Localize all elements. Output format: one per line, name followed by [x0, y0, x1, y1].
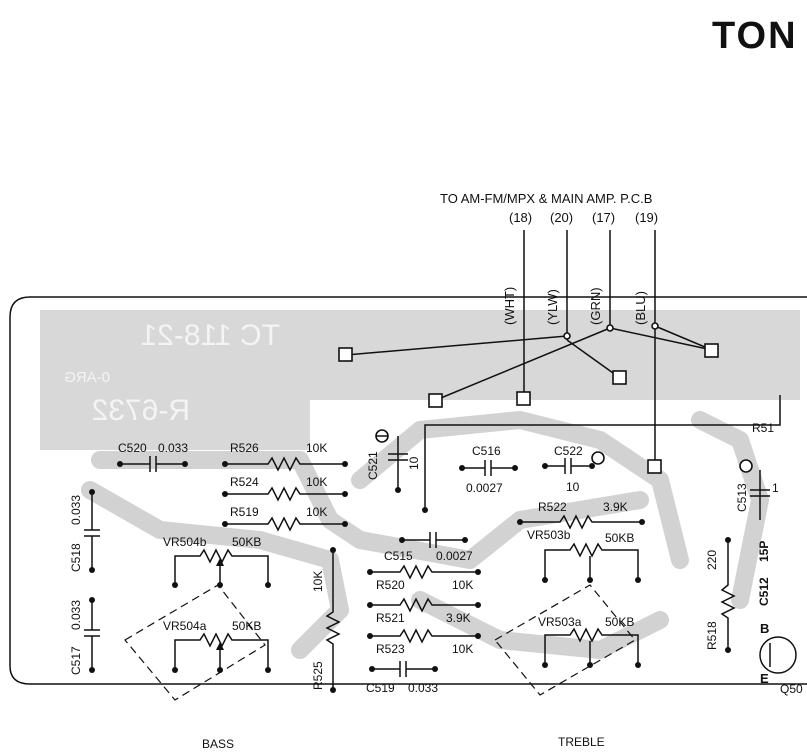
vr504a-label: VR504a — [163, 619, 207, 633]
r526-label: R526 — [230, 441, 259, 455]
r521-resistor — [370, 597, 478, 613]
q50x-b-label: B — [760, 621, 769, 636]
r519-resistor — [222, 516, 348, 532]
wire-blu: (BLU) — [633, 291, 648, 325]
r525-value: 10K — [311, 571, 325, 592]
c517-value: 0.033 — [69, 600, 83, 630]
c519-value: 0.033 — [408, 681, 438, 695]
r520-label: R520 — [376, 578, 405, 592]
pad-4 — [428, 393, 443, 408]
c520-value: 0.033 — [158, 441, 188, 455]
c522-value: 10 — [566, 480, 580, 494]
r521-label: R521 — [376, 611, 405, 625]
r518-value: 220 — [705, 550, 719, 570]
vr504b-pot — [174, 548, 269, 585]
r525-label: R525 — [311, 661, 325, 690]
r524-value: 10K — [306, 475, 327, 489]
vr503b-pot — [544, 542, 639, 580]
r525-resistor — [325, 550, 341, 690]
c517-label: C517 — [69, 646, 83, 675]
r520-resistor — [370, 564, 478, 580]
r523-resistor — [370, 628, 478, 644]
r523-label: R523 — [376, 642, 405, 656]
vr504b-value: 50KB — [232, 535, 261, 549]
vr504b-label: VR504b — [163, 535, 207, 549]
pad-2 — [704, 343, 719, 358]
pin-17: (17) — [592, 210, 615, 225]
r522-label: R522 — [538, 500, 567, 514]
c518-value: 0.033 — [69, 495, 83, 525]
wire-wht: (WHT) — [502, 287, 517, 325]
pad-3 — [612, 370, 627, 385]
r526-value: 10K — [306, 441, 327, 455]
c520-label: C520 — [118, 441, 147, 455]
connector-heading: TO AM-FM/MPX & MAIN AMP. P.C.B — [440, 191, 652, 206]
vr503a-label: VR503a — [538, 615, 582, 629]
c519-label: C519 — [366, 681, 395, 695]
r524-resistor — [222, 486, 348, 502]
wire-ylw: (YLW) — [545, 289, 560, 325]
pcb-marking-area — [40, 310, 310, 450]
r526-resistor — [222, 456, 348, 472]
vr504a-value: 50KB — [232, 619, 261, 633]
pin-20: (20) — [550, 210, 573, 225]
r521-value: 3.9K — [446, 611, 471, 625]
svg-text:0-ARG: 0-ARG — [64, 369, 110, 386]
c512-value: 15P — [757, 541, 771, 562]
c515-value: 0.0027 — [436, 549, 473, 563]
c516-label: C516 — [472, 444, 501, 458]
c521-value: 10 — [407, 456, 421, 470]
pad-6 — [647, 459, 662, 474]
pcb-trace-5 — [691, 411, 769, 609]
q50x-e-label: E — [760, 671, 769, 686]
r519-label: R519 — [230, 505, 259, 519]
c513-label: C513 — [735, 483, 749, 512]
wire-grn: (GRN) — [588, 287, 603, 325]
vr504a-pot — [174, 632, 269, 670]
r518-resistor — [720, 540, 736, 650]
c515-label: C515 — [384, 549, 413, 563]
page-title: TON — [712, 15, 798, 57]
treble-label: TREBLE — [558, 735, 605, 749]
c518-label: C518 — [69, 543, 83, 572]
q50x-transistor — [759, 636, 797, 674]
r519-value: 10K — [306, 505, 327, 519]
q50x-label: Q50 — [780, 682, 803, 696]
r522-value: 3.9K — [603, 500, 628, 514]
c516-value: 0.0027 — [466, 481, 503, 495]
vr503b-value: 50KB — [605, 531, 634, 545]
signal-wire — [424, 395, 781, 510]
pcb-trace-2 — [81, 481, 349, 659]
r518-label: R518 — [705, 621, 719, 650]
r523-value: 10K — [452, 642, 473, 656]
r522-resistor — [520, 514, 642, 530]
c522-label: C522 — [554, 444, 583, 458]
r524-label: R524 — [230, 475, 259, 489]
board-marking: TC 118-21 0-ARG R-6732 — [64, 319, 280, 427]
svg-text:TC 118-21: TC 118-21 — [140, 319, 280, 352]
pad-5 — [516, 391, 531, 406]
pcb-trace-3 — [351, 411, 689, 569]
c513-value: 1 — [772, 481, 779, 495]
pin-18: (18) — [509, 210, 532, 225]
vr503b-label: VR503b — [527, 528, 571, 542]
r51x-label: R51 — [752, 421, 774, 435]
bass-label: BASS — [202, 737, 234, 751]
c521-label: C521 — [366, 451, 380, 480]
vr503a-pot — [544, 627, 639, 665]
r520-value: 10K — [452, 578, 473, 592]
svg-text:R-6732: R-6732 — [92, 394, 190, 427]
c512-label: C512 — [757, 577, 771, 606]
board-outline — [9, 296, 807, 685]
pad-1 — [338, 347, 353, 362]
pin-19: (19) — [635, 210, 658, 225]
